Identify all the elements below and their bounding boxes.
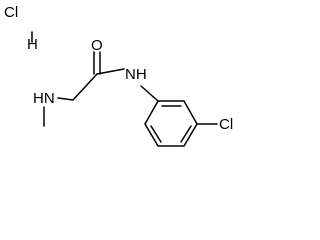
amide-phenyl-bond: [140, 85, 159, 102]
benzene-ring: [144, 100, 198, 147]
ring-double-bond-3: [150, 125, 162, 143]
carbonyl-amide-bond: [96, 68, 125, 75]
carbonyl-methylene-bond: [72, 73, 98, 101]
ring-double-bond-2: [180, 125, 192, 143]
chemical-structure: Cl H O NH HN Cl: [4, 4, 233, 147]
amide-nh-label: NH: [125, 66, 147, 83]
amine-hn-label: HN: [33, 90, 55, 107]
salt-chlorine-label: Cl: [4, 4, 18, 21]
carbonyl-oxygen-label: O: [91, 37, 103, 54]
salt-hydrogen-label: H: [27, 36, 38, 53]
ring-chlorine-label: Cl: [219, 116, 233, 133]
methylene-amine-bond: [57, 97, 74, 101]
